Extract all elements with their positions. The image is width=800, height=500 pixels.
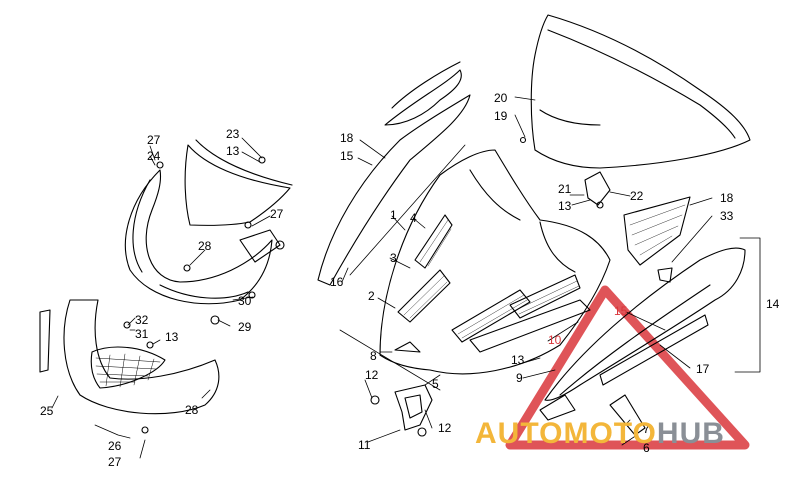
- callout-label: 31: [135, 327, 149, 341]
- mounting-bracket: [370, 384, 433, 437]
- callout-label: 30: [238, 294, 252, 308]
- callout-label: 2: [368, 289, 375, 303]
- callout-label: 28: [185, 403, 199, 417]
- callout-label: 5: [432, 377, 439, 391]
- callout-label: 8: [370, 349, 377, 363]
- callout-label: 18: [720, 191, 734, 205]
- callout-label: 4: [410, 211, 417, 225]
- callout-label: 18: [340, 131, 354, 145]
- leader-lines: [51, 96, 761, 459]
- callout-label: 22: [630, 189, 644, 203]
- callout-label: 13: [165, 330, 179, 344]
- callout-label: 33: [720, 209, 734, 223]
- callout-label: 13: [558, 199, 572, 213]
- callout-label: 13: [511, 353, 525, 367]
- callout-label: 15: [614, 304, 628, 318]
- callout-label: 27: [108, 455, 122, 469]
- watermark-logo: AUTOMOTOHUB: [475, 418, 725, 450]
- callout-label: 14: [766, 297, 780, 311]
- left-cowl-assembly: [39, 139, 293, 434]
- right-side-panel: [539, 171, 746, 436]
- callout-label: 11: [358, 438, 371, 452]
- callout-label: 17: [696, 362, 710, 376]
- callout-label: 10: [548, 333, 562, 347]
- callout-label: 21: [558, 182, 572, 196]
- callout-label: 9: [516, 371, 523, 385]
- callout-label: 27: [147, 133, 161, 147]
- callout-label: 19: [494, 109, 508, 123]
- callout-label: 3: [390, 251, 397, 265]
- callout-label: 12: [365, 368, 379, 382]
- callout-label: 23: [226, 127, 240, 141]
- watermark-hub: HUB: [656, 417, 725, 450]
- callout-label: 24: [147, 149, 161, 163]
- windshield: [519, 14, 751, 169]
- callout-label: 32: [135, 313, 149, 327]
- callout-label: 6: [643, 441, 650, 455]
- callout-label: 28: [198, 239, 212, 253]
- callout-label: 12: [438, 421, 452, 435]
- watermark-moto: MOTO: [563, 417, 657, 450]
- callout-label: 1: [390, 208, 397, 222]
- callout-label: 29: [238, 320, 252, 334]
- callout-label: 25: [40, 404, 54, 418]
- hood-assembly: [317, 61, 611, 391]
- callout-label: 20: [494, 91, 508, 105]
- callout-label: 26: [108, 439, 122, 453]
- watermark-triangle: [505, 285, 750, 450]
- callout-label: 7: [643, 422, 650, 436]
- callout-label: 15: [340, 149, 354, 163]
- callout-label: 16: [330, 275, 344, 289]
- watermark-auto: AUTO: [475, 417, 564, 450]
- callout-label: 27: [270, 207, 284, 221]
- callout-label: 13: [226, 144, 240, 158]
